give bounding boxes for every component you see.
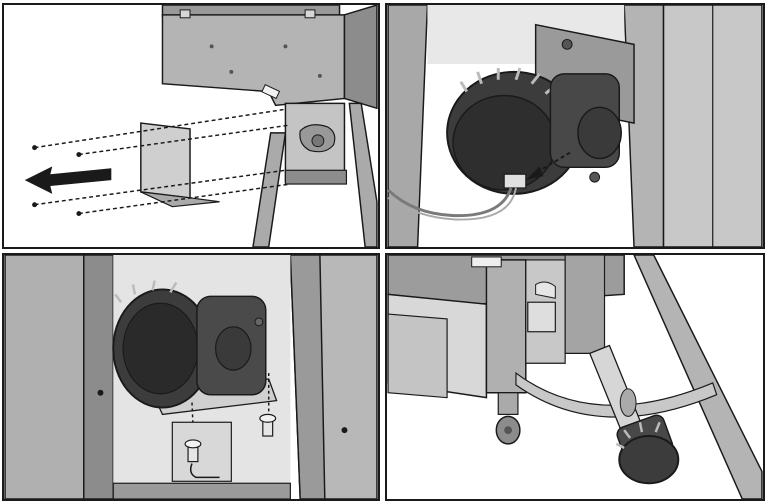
floor-plate <box>171 421 232 482</box>
motor-plug <box>503 173 527 189</box>
floor-slot <box>189 463 220 479</box>
screw-head <box>259 413 277 423</box>
gearbox-cap <box>215 326 252 371</box>
hinge-left <box>179 9 191 19</box>
motor-body <box>618 435 680 485</box>
leg-front <box>633 255 763 499</box>
housing-lower-bar <box>284 169 348 185</box>
wire-tag <box>535 281 556 299</box>
caster-bracket <box>497 392 519 415</box>
left-leg-post <box>387 5 429 247</box>
motor-gear-hub <box>311 134 325 148</box>
screw-dot <box>32 145 38 151</box>
mounting-screws-illustration <box>4 255 378 499</box>
wire-tag <box>261 84 281 100</box>
direction-arrow <box>24 166 112 194</box>
mount-screw <box>561 38 573 50</box>
crossbar <box>515 371 718 418</box>
right-panel <box>564 255 606 354</box>
mount-screw <box>589 171 601 183</box>
right-frame-inner <box>289 255 326 499</box>
motor-fins <box>459 67 557 95</box>
bracket <box>527 301 556 333</box>
bottom-edge <box>112 482 291 499</box>
cover-plate-illustration <box>5 5 378 247</box>
caster-hub <box>504 426 513 435</box>
screw-dot <box>32 202 38 208</box>
left-frame-inner <box>83 255 115 499</box>
screw-head <box>184 439 202 449</box>
panel-remove-mounting-screws <box>2 253 380 501</box>
guide-line <box>78 183 291 215</box>
hopper-side <box>343 5 378 110</box>
left-frame <box>4 255 85 499</box>
auger-removal-illustration <box>387 255 763 499</box>
rivet <box>229 69 234 74</box>
panel-pull-out-auger-motor <box>385 253 765 501</box>
frame-hole <box>97 389 104 396</box>
motor-plug-illustration <box>387 5 763 247</box>
guide-line <box>34 108 286 149</box>
small-tag <box>471 256 502 268</box>
rivet <box>283 44 288 49</box>
gearbox-cap <box>577 106 622 160</box>
screw-dot <box>76 211 82 217</box>
motor-fins <box>615 421 661 449</box>
screw-dot <box>76 152 82 157</box>
motor-fins <box>114 280 178 303</box>
panel-disconnect-motor-plug <box>385 3 765 249</box>
mount-screw <box>254 317 264 327</box>
disconnect-arrow-head <box>525 166 544 181</box>
rivet <box>209 44 214 49</box>
box-side <box>387 313 448 399</box>
auger-flight <box>619 388 637 417</box>
panel-remove-cover-plate <box>2 3 380 249</box>
front-panel <box>485 259 527 394</box>
right-leg <box>348 102 378 247</box>
rivet <box>317 73 322 78</box>
wire-harness <box>387 187 513 218</box>
frame-hole <box>341 427 348 434</box>
wire-harness-second <box>387 187 517 221</box>
motor-face <box>122 302 199 395</box>
hinge-right <box>304 9 316 19</box>
guide-line <box>34 169 286 206</box>
guide-line <box>78 124 291 156</box>
left-leg <box>252 132 287 247</box>
